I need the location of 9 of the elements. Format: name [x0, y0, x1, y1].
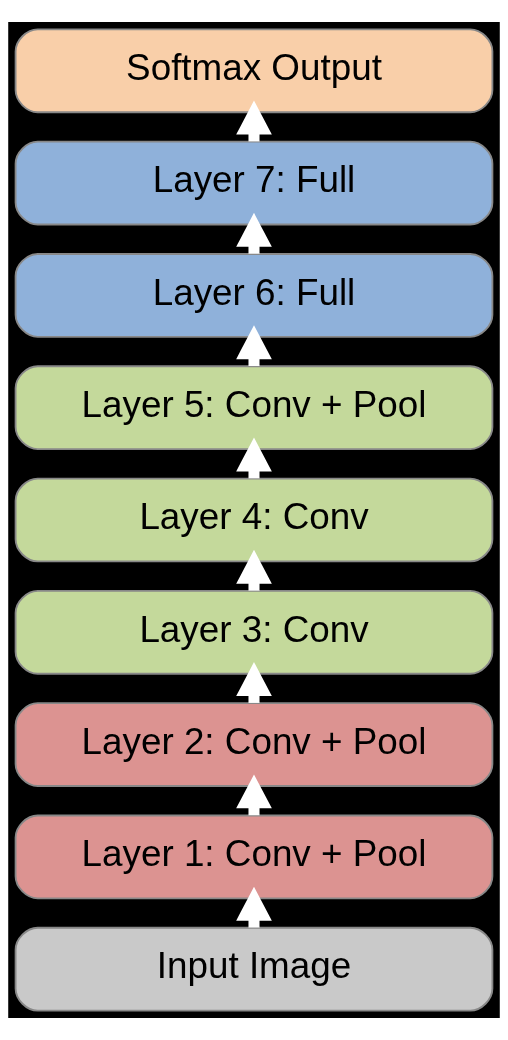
node-box: Layer 6: Full — [14, 253, 494, 338]
node-box: Layer 7: Full — [14, 140, 494, 226]
node-box: Softmax Output — [14, 28, 494, 114]
node-box: Layer 1: Conv + Pool — [14, 814, 494, 900]
node-box: Layer 4: Conv — [14, 477, 494, 563]
node-box: Layer 3: Conv — [14, 589, 494, 675]
node-box: Layer 5: Conv + Pool — [14, 365, 494, 451]
node-box: Input Image — [14, 926, 494, 1012]
node-box: Layer 2: Conv + Pool — [14, 702, 494, 787]
